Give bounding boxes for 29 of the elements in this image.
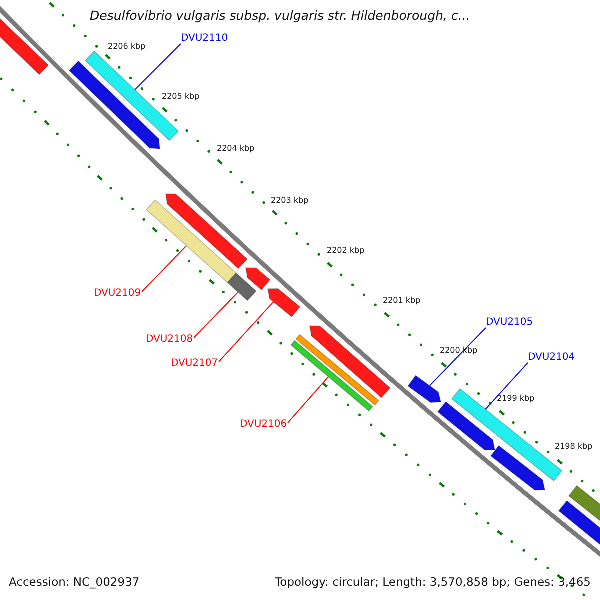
map-title: Desulfovibrio vulgaris subsp. vulgaris str. Hildenborough, c... [90, 8, 470, 23]
tick-label: 2199 kbp [497, 394, 535, 404]
gene-segment [146, 200, 237, 284]
gene-label: DVU2106 [240, 418, 288, 431]
tick-label: 2205 kbp [162, 92, 200, 102]
tick-label: 2202 kbp [327, 246, 365, 256]
gene-label: DVU2107 [171, 357, 219, 370]
gene-label: DVU2105 [486, 316, 534, 329]
gene-label: DVU2108 [146, 333, 194, 346]
gene-segment [227, 272, 257, 302]
tick-label: 2201 kbp [383, 296, 421, 306]
genome-summary: Topology: circular; Length: 3,570,858 bp; Genes: 3,465 [275, 575, 591, 589]
accession-text: Accession: NC_002937 [9, 575, 140, 589]
tick-label: 2204 kbp [217, 144, 255, 154]
leader-line [429, 328, 486, 386]
gene-segment [268, 288, 301, 318]
tick-label: 2203 kbp [271, 196, 309, 206]
gene-label: DVU2110 [181, 32, 229, 45]
tick-label: 2198 kbp [555, 442, 593, 452]
leader-line [134, 44, 182, 90]
gene-label: DVU2104 [528, 351, 576, 364]
leader-line [218, 302, 274, 362]
gene-label: DVU2109 [94, 287, 142, 300]
leader-line [194, 292, 239, 338]
leader-line [288, 376, 330, 424]
leader-line [485, 362, 528, 410]
gene-segment [408, 375, 442, 404]
tick-label: 2200 kbp [440, 346, 478, 356]
gene-segment [290, 340, 374, 412]
